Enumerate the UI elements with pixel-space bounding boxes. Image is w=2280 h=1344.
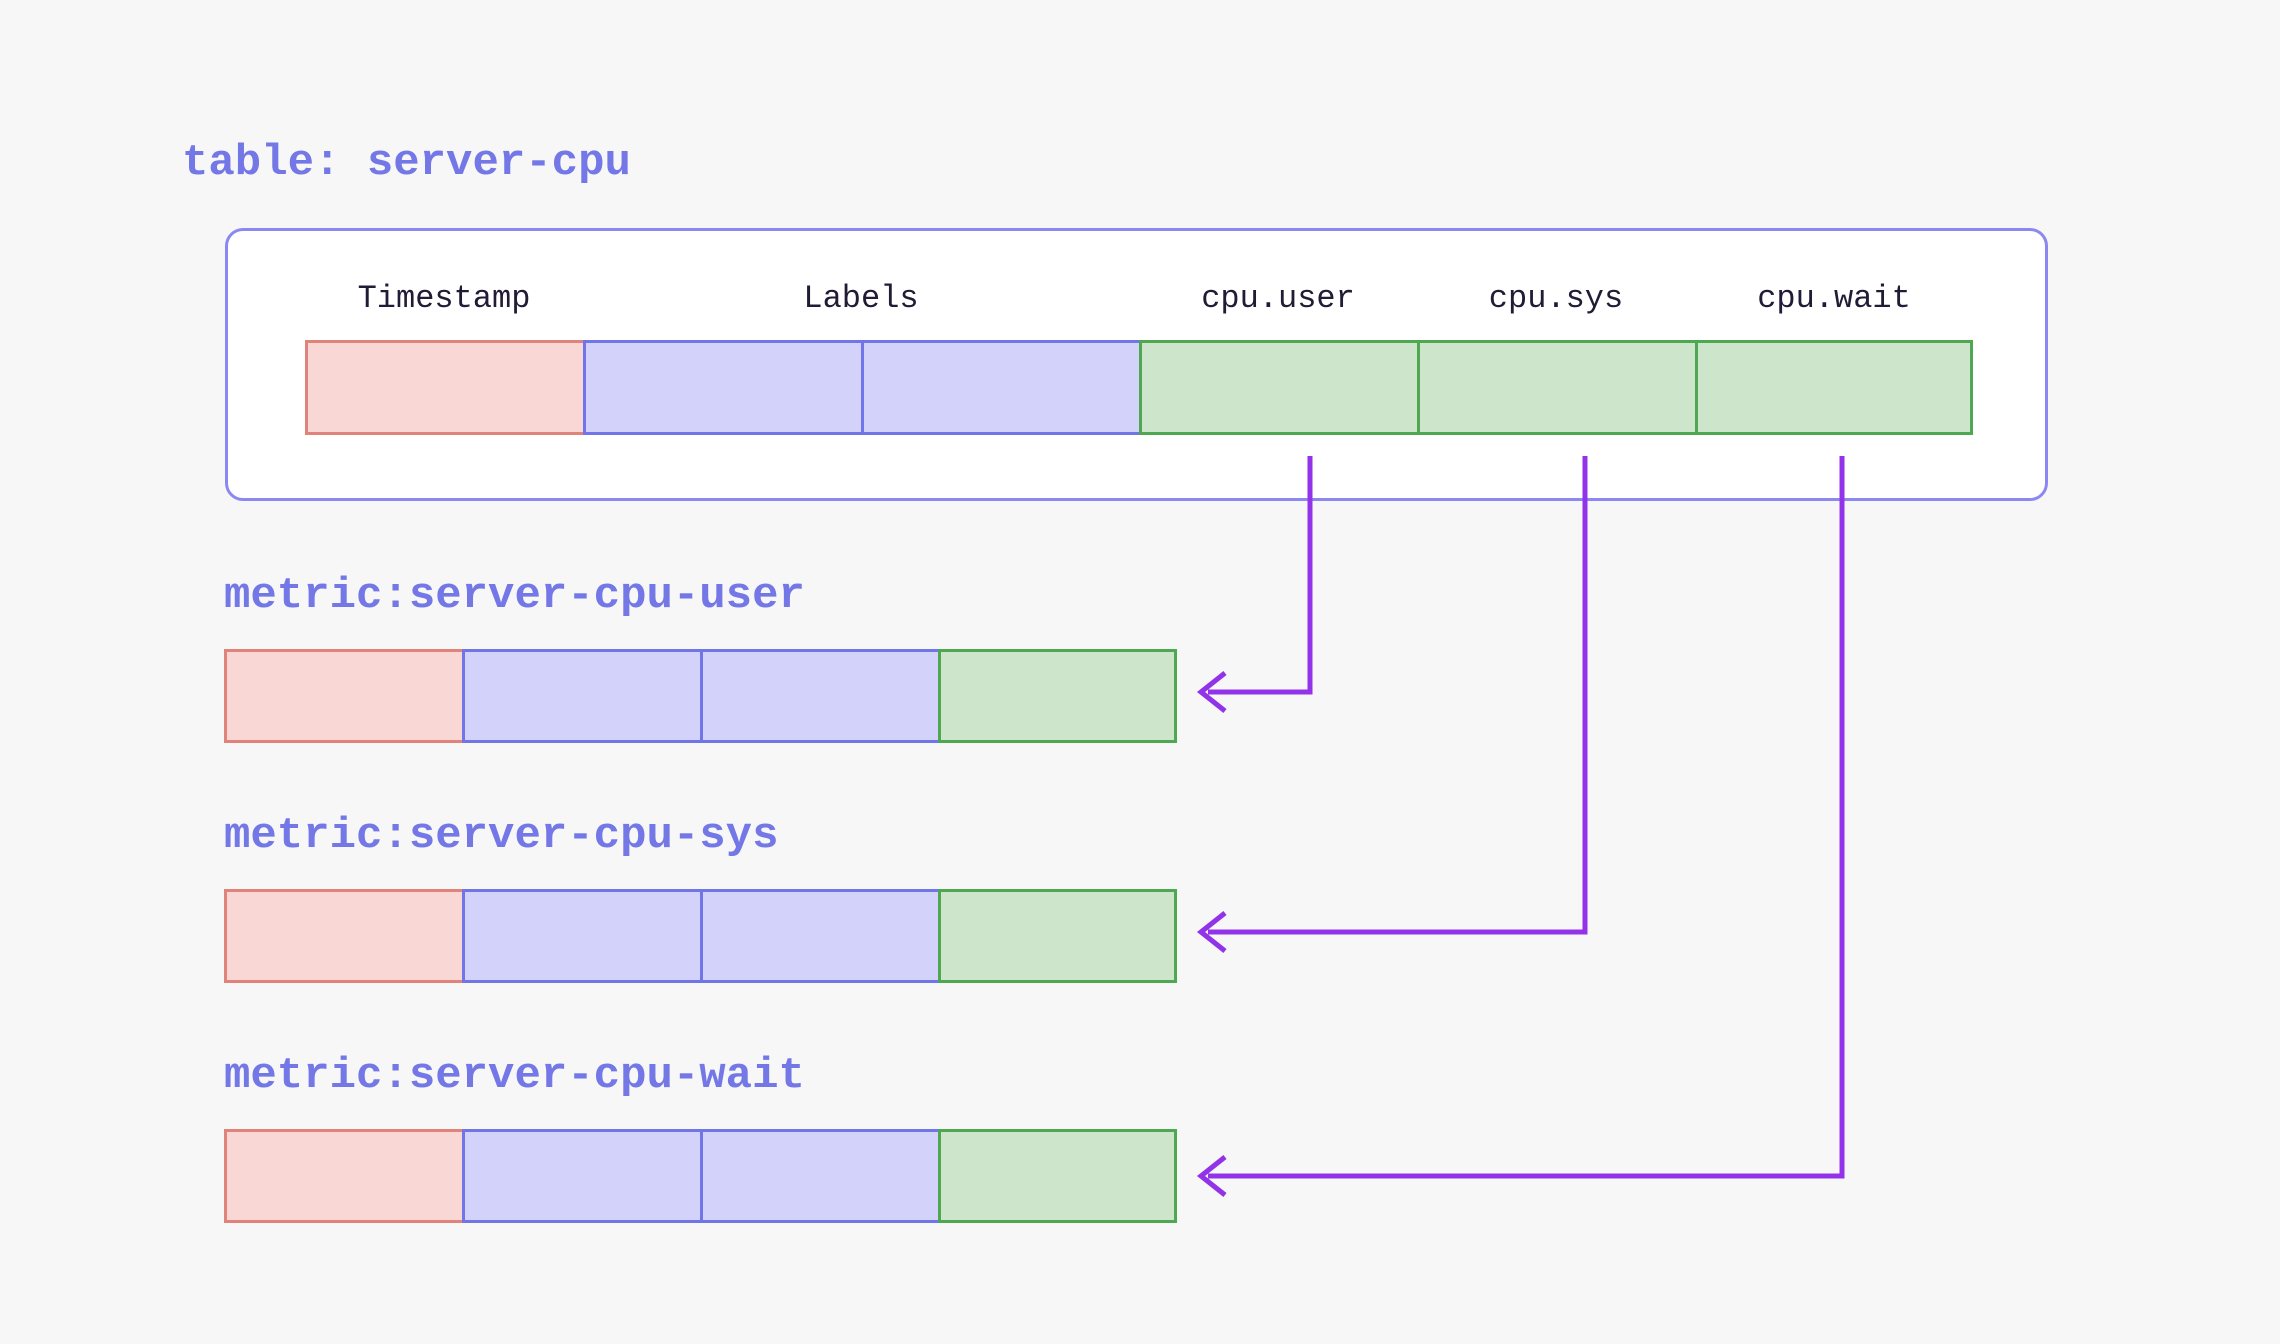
value-cell	[938, 889, 1177, 983]
column-header-timestamp: Timestamp	[357, 280, 531, 317]
metric-label-cpu-sys: metric:server-cpu-sys	[224, 811, 779, 861]
label-cell	[462, 649, 700, 743]
metric-label-cpu-wait: metric:server-cpu-wait	[224, 1051, 805, 1101]
value-cell	[938, 1129, 1177, 1223]
column-header-cpu-user: cpu.user	[1201, 280, 1355, 317]
label-cell	[583, 340, 861, 435]
cpu-user-value-cell	[1139, 340, 1417, 435]
cpu-wait-value-cell	[1695, 340, 1973, 435]
value-cell	[938, 649, 1177, 743]
arrowhead-cpu-user-icon	[1196, 671, 1227, 713]
label-cell	[700, 649, 938, 743]
cpu-sys-value-cell	[1417, 340, 1695, 435]
column-header-cpu-wait: cpu.wait	[1757, 280, 1911, 317]
label-cell	[700, 889, 938, 983]
timestamp-cell	[305, 340, 583, 435]
column-header-cpu-sys: cpu.sys	[1488, 280, 1624, 317]
arrow-cpu-wait	[1208, 456, 1845, 1179]
column-header-labels: Labels	[803, 280, 919, 317]
table-title: table: server-cpu	[182, 138, 631, 188]
timestamp-cell	[224, 649, 462, 743]
arrowhead-cpu-wait-icon	[1196, 1155, 1227, 1197]
label-cell	[861, 340, 1139, 435]
metric-label-cpu-user: metric:server-cpu-user	[224, 571, 805, 621]
label-cell	[462, 889, 700, 983]
timestamp-cell	[224, 1129, 462, 1223]
arrow-cpu-sys	[1208, 456, 1588, 935]
timestamp-cell	[224, 889, 462, 983]
label-cell	[462, 1129, 700, 1223]
label-cell	[700, 1129, 938, 1223]
arrowhead-cpu-sys-icon	[1196, 911, 1227, 953]
